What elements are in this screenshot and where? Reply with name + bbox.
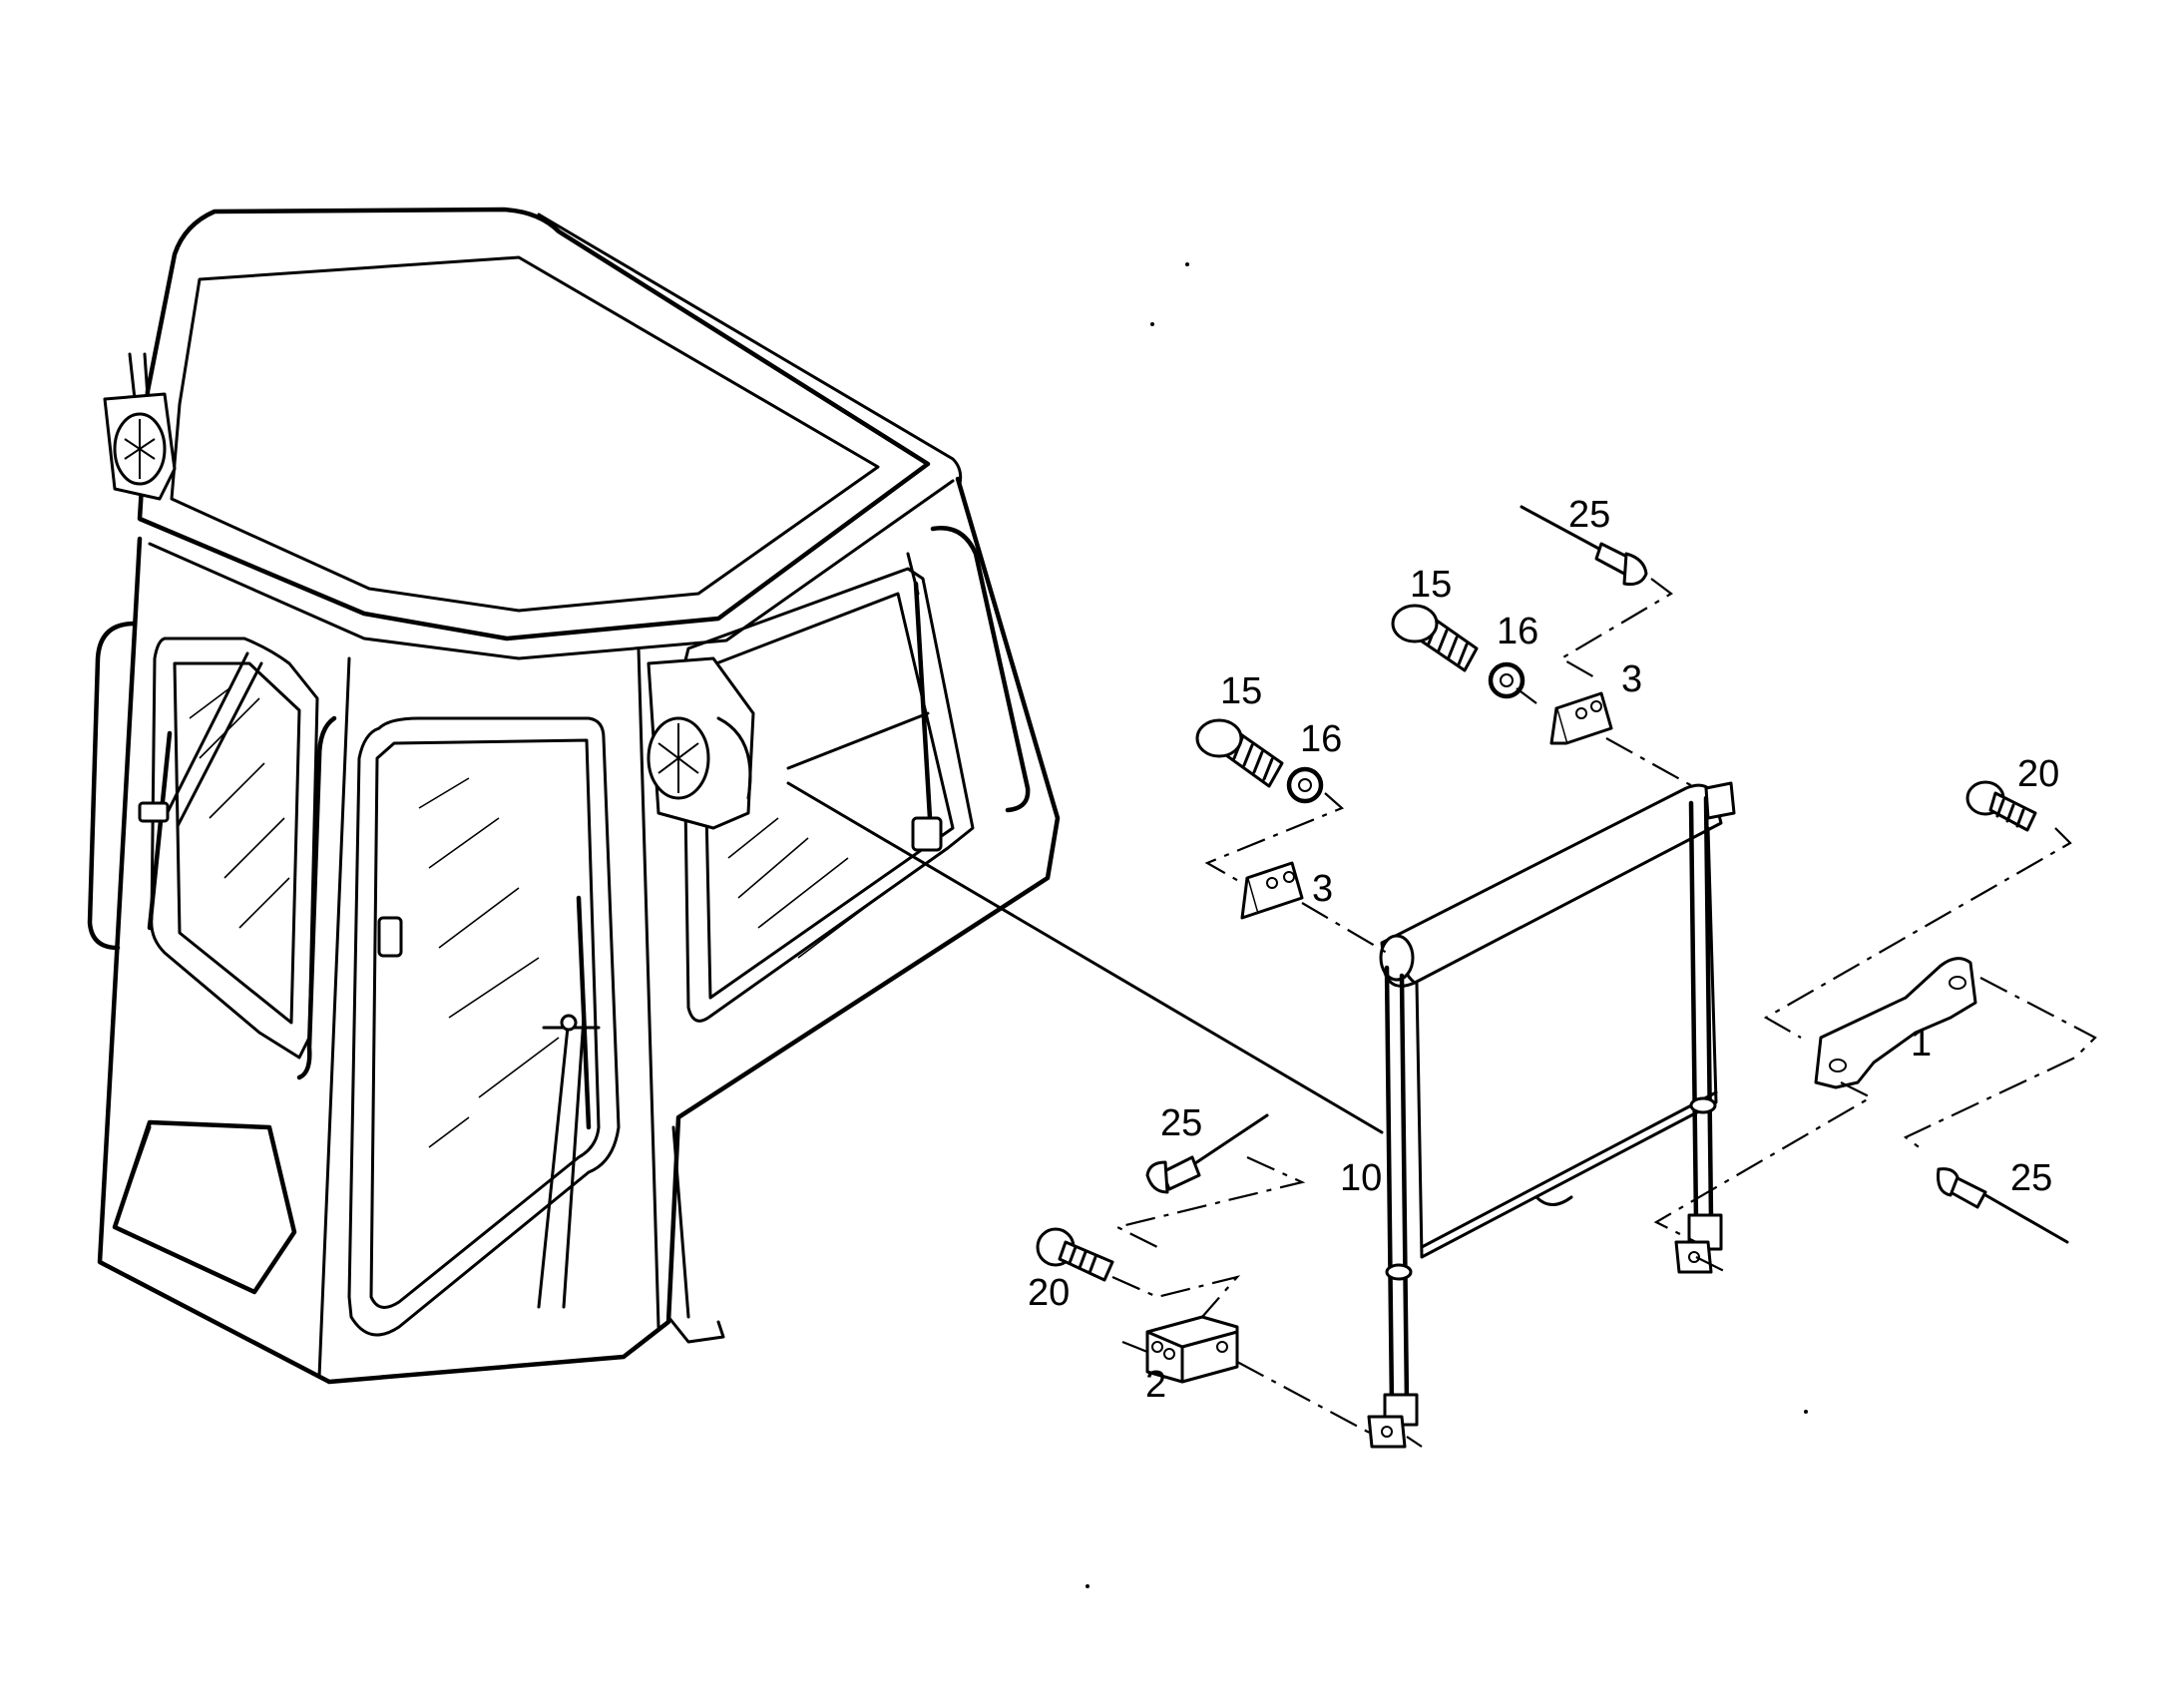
- callout-20-left: 20: [1028, 1272, 1070, 1314]
- assembly-guide-lines: [1111, 578, 2097, 1448]
- callout-3-upper: 3: [1621, 658, 1642, 700]
- leader-line-cab-to-blind: [786, 781, 1384, 1134]
- callout-1: 1: [1911, 1023, 1932, 1065]
- callout-25-top: 25: [1568, 494, 1610, 536]
- rivet-25-right: [1937, 1167, 2069, 1244]
- washer-16-upper: [1488, 661, 1525, 699]
- callout-25-right: 25: [2010, 1157, 2052, 1199]
- callout-16-upper: 16: [1497, 611, 1538, 652]
- bolt-15-upper: [1391, 604, 1479, 672]
- cab-front-door: [347, 716, 621, 1337]
- cab-right-window: [681, 526, 1031, 1023]
- screw-20-left: [1036, 1227, 1114, 1282]
- cab-front-panel: [112, 1119, 297, 1295]
- callout-labels: 1 2 3 3 10 15 15 16 16 20 20 25 25 25: [1028, 494, 2059, 1406]
- cab-left-window: [87, 621, 337, 1080]
- roller-sun-blind: [1367, 781, 1736, 1449]
- screw-20-right: [1965, 780, 2037, 832]
- callout-16-lower: 16: [1300, 718, 1342, 760]
- callout-15-lower: 15: [1220, 670, 1262, 712]
- cab-front-wiper: [537, 895, 601, 1309]
- callout-3-lower: 3: [1312, 868, 1333, 910]
- rivet-25-top: [1520, 505, 1648, 586]
- cab-side-wiper: [138, 651, 263, 931]
- bracket-1: [1814, 957, 1977, 1089]
- cab-front-work-lamp: [647, 656, 755, 830]
- callout-25-left: 25: [1160, 1102, 1202, 1144]
- bracket-2: [1145, 1315, 1239, 1384]
- washer-16-lower: [1286, 766, 1324, 804]
- scan-specks: [1086, 262, 1808, 1588]
- rivet-25-left: [1145, 1113, 1269, 1194]
- callout-10: 10: [1340, 1157, 1382, 1199]
- cab-rear-work-lamp: [103, 352, 177, 501]
- cab-body: [97, 207, 1061, 1385]
- callout-20-right: 20: [2017, 753, 2059, 795]
- callout-2: 2: [1145, 1364, 1166, 1406]
- bolt-15-lower: [1195, 718, 1284, 788]
- bracket-3-lower: [1240, 861, 1304, 920]
- callout-15-upper: 15: [1410, 564, 1452, 606]
- bracket-3-upper: [1549, 691, 1613, 745]
